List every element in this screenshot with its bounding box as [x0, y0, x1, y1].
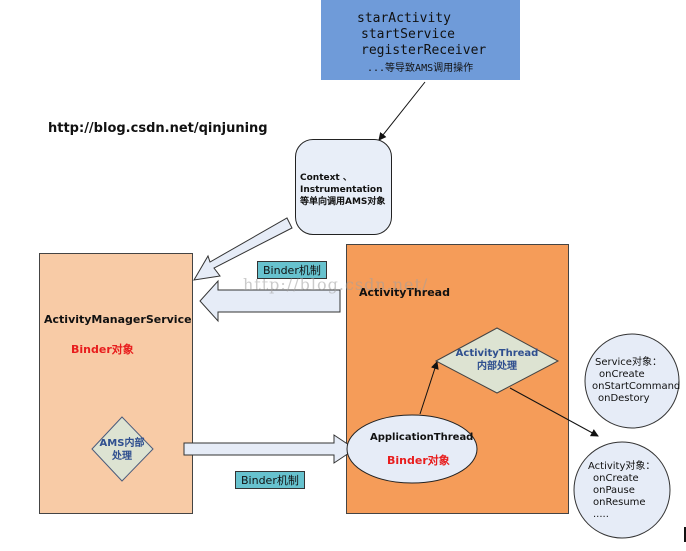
- binder-mechanism-tag-bottom: Binder机制: [235, 471, 305, 489]
- service-circle: [584, 333, 680, 429]
- service-line-onstartcommand: onStartCommand: [592, 381, 681, 392]
- service-line-oncreate: onCreate: [599, 369, 645, 380]
- arrow-app-thread-to-diamond: [419, 361, 439, 415]
- ams-title: ActivityManagerService: [44, 313, 192, 326]
- activity-line-onresume: onResume: [593, 497, 646, 508]
- activity-line-ellipsis: .....: [593, 509, 609, 520]
- at-internal-diamond: [434, 327, 560, 394]
- ams-diamond-line-2: 处理: [112, 451, 132, 462]
- activity-circle: [573, 441, 671, 539]
- context-line-3: 等单向调用AMS对象: [300, 197, 386, 207]
- at-diamond-line-1: ActivityThread: [455, 348, 539, 359]
- api-line-etc: ...等导致AMS调用操作: [367, 63, 474, 74]
- api-line-start-activity: starActivity: [357, 11, 451, 26]
- arrow-diamond-to-components: [509, 387, 599, 437]
- api-calls-box: starActivity startService registerReceiv…: [321, 0, 520, 80]
- ams-diamond-line-1: AMS内部: [99, 438, 145, 449]
- activity-thread-title: ActivityThread: [359, 286, 450, 299]
- api-line-register-receiver: registerReceiver: [361, 43, 487, 58]
- service-line-title: Service对象：: [595, 357, 662, 368]
- block-arrow-at-to-ams: [199, 279, 341, 323]
- activity-line-title: Activity对象：: [588, 461, 656, 472]
- ams-binder-object-label: Binder对象: [71, 343, 134, 356]
- api-line-start-service: startService: [361, 27, 455, 42]
- application-thread-ellipse: [346, 414, 478, 484]
- service-circle-text: Service对象： onCreate onStartCommand onDes…: [592, 357, 681, 405]
- context-line-2: Instrumentation: [300, 185, 383, 195]
- context-text: Context 、 Instrumentation 等单向调用AMS对象: [300, 172, 385, 208]
- at-diamond-label: ActivityThread 内部处理: [452, 347, 542, 373]
- arrow-top-to-context: [378, 81, 426, 141]
- ams-internal-diamond: [91, 416, 154, 482]
- service-line-ondestory: onDestory: [598, 393, 650, 404]
- binder-mechanism-tag-top: Binder机制: [257, 261, 327, 279]
- blog-url: http://blog.csdn.net/qinjuning: [48, 121, 268, 136]
- activity-circle-text: Activity对象： onCreate onPause onResume ..…: [588, 461, 655, 521]
- at-diamond-line-2: 内部处理: [477, 361, 517, 372]
- watermark: http://blog.csdn.net/: [243, 275, 429, 294]
- context-line-1: Context 、: [300, 173, 352, 183]
- application-thread-title: ApplicationThread: [370, 432, 474, 443]
- activity-line-onpause: onPause: [593, 485, 635, 496]
- block-arrow-context-to-ams: [193, 217, 293, 281]
- ams-diamond-label: AMS内部 处理: [96, 437, 148, 463]
- block-arrow-ams-to-app-thread: [183, 434, 356, 464]
- activity-line-oncreate: onCreate: [593, 473, 639, 484]
- application-thread-binder-label: Binder对象: [387, 454, 450, 467]
- context-instrumentation-box: Context 、 Instrumentation 等单向调用AMS对象: [295, 139, 392, 235]
